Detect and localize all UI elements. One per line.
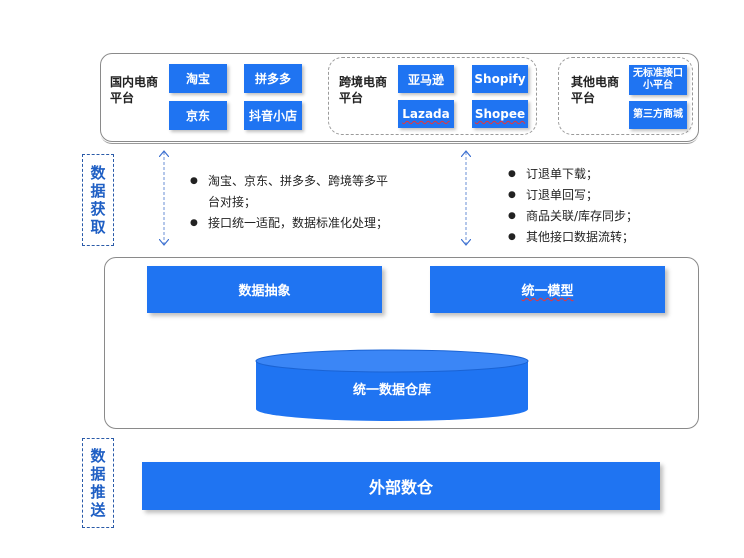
other-platform-group: 其他电商平台 无标准接口小平台 第三方商城: [558, 57, 693, 135]
platform-taobao[interactable]: 淘宝: [169, 64, 227, 93]
note-right-item: 其他接口数据流转；: [508, 227, 688, 248]
note-right-item: 订退单回写；: [508, 185, 688, 206]
platform-third-party-mall[interactable]: 第三方商城: [629, 101, 687, 129]
data-warehouse-cylinder[interactable]: [254, 349, 530, 423]
data-warehouse-label: 统一数据仓库: [352, 382, 431, 398]
unified-model-box[interactable]: 统一模型: [430, 266, 665, 313]
notes-left: 淘宝、京东、拼多多、跨境等多平台对接； 接口统一适配，数据标准化处理；: [190, 171, 398, 234]
data-acquire-label: 数据获取: [82, 154, 114, 246]
note-left-item: 接口统一适配，数据标准化处理；: [190, 213, 398, 234]
notes-right: 订退单下载； 订退单回写； 商品关联/库存同步； 其他接口数据流转；: [508, 164, 688, 248]
cross-border-platform-group: 跨境电商平台 亚马逊 Shopify Lazada Shopee: [328, 57, 537, 135]
platform-shopify[interactable]: Shopify: [472, 65, 528, 93]
data-push-label: 数据推送: [82, 438, 114, 528]
domestic-platform-label: 国内电商平台: [110, 75, 159, 105]
platform-small-no-standard[interactable]: 无标准接口小平台: [629, 65, 687, 95]
other-platform-label: 其他电商平台: [571, 75, 620, 105]
external-warehouse-box[interactable]: 外部数仓: [142, 462, 660, 510]
note-left-item: 淘宝、京东、拼多多、跨境等多平台对接；: [190, 171, 398, 213]
unified-model-label: 统一模型: [521, 284, 574, 299]
platform-shopee-label: Shopee: [474, 107, 526, 121]
cross-border-platform-label: 跨境电商平台: [339, 75, 388, 105]
note-right-item: 商品关联/库存同步；: [508, 206, 688, 227]
platform-jd[interactable]: 京东: [169, 101, 227, 130]
platform-lazada[interactable]: Lazada: [398, 100, 454, 128]
note-right-item: 订退单下载；: [508, 164, 688, 185]
data-extract-box[interactable]: 数据抽象: [147, 266, 382, 313]
domestic-platform-group: 国内电商平台 淘宝 拼多多 京东 抖音小店: [108, 60, 312, 136]
platform-shopee[interactable]: Shopee: [472, 100, 528, 128]
platform-lazada-label: Lazada: [402, 107, 450, 121]
platform-amazon[interactable]: 亚马逊: [398, 65, 454, 93]
platform-douyin-shop[interactable]: 抖音小店: [244, 101, 302, 130]
platform-pinduoduo[interactable]: 拼多多: [244, 64, 302, 93]
